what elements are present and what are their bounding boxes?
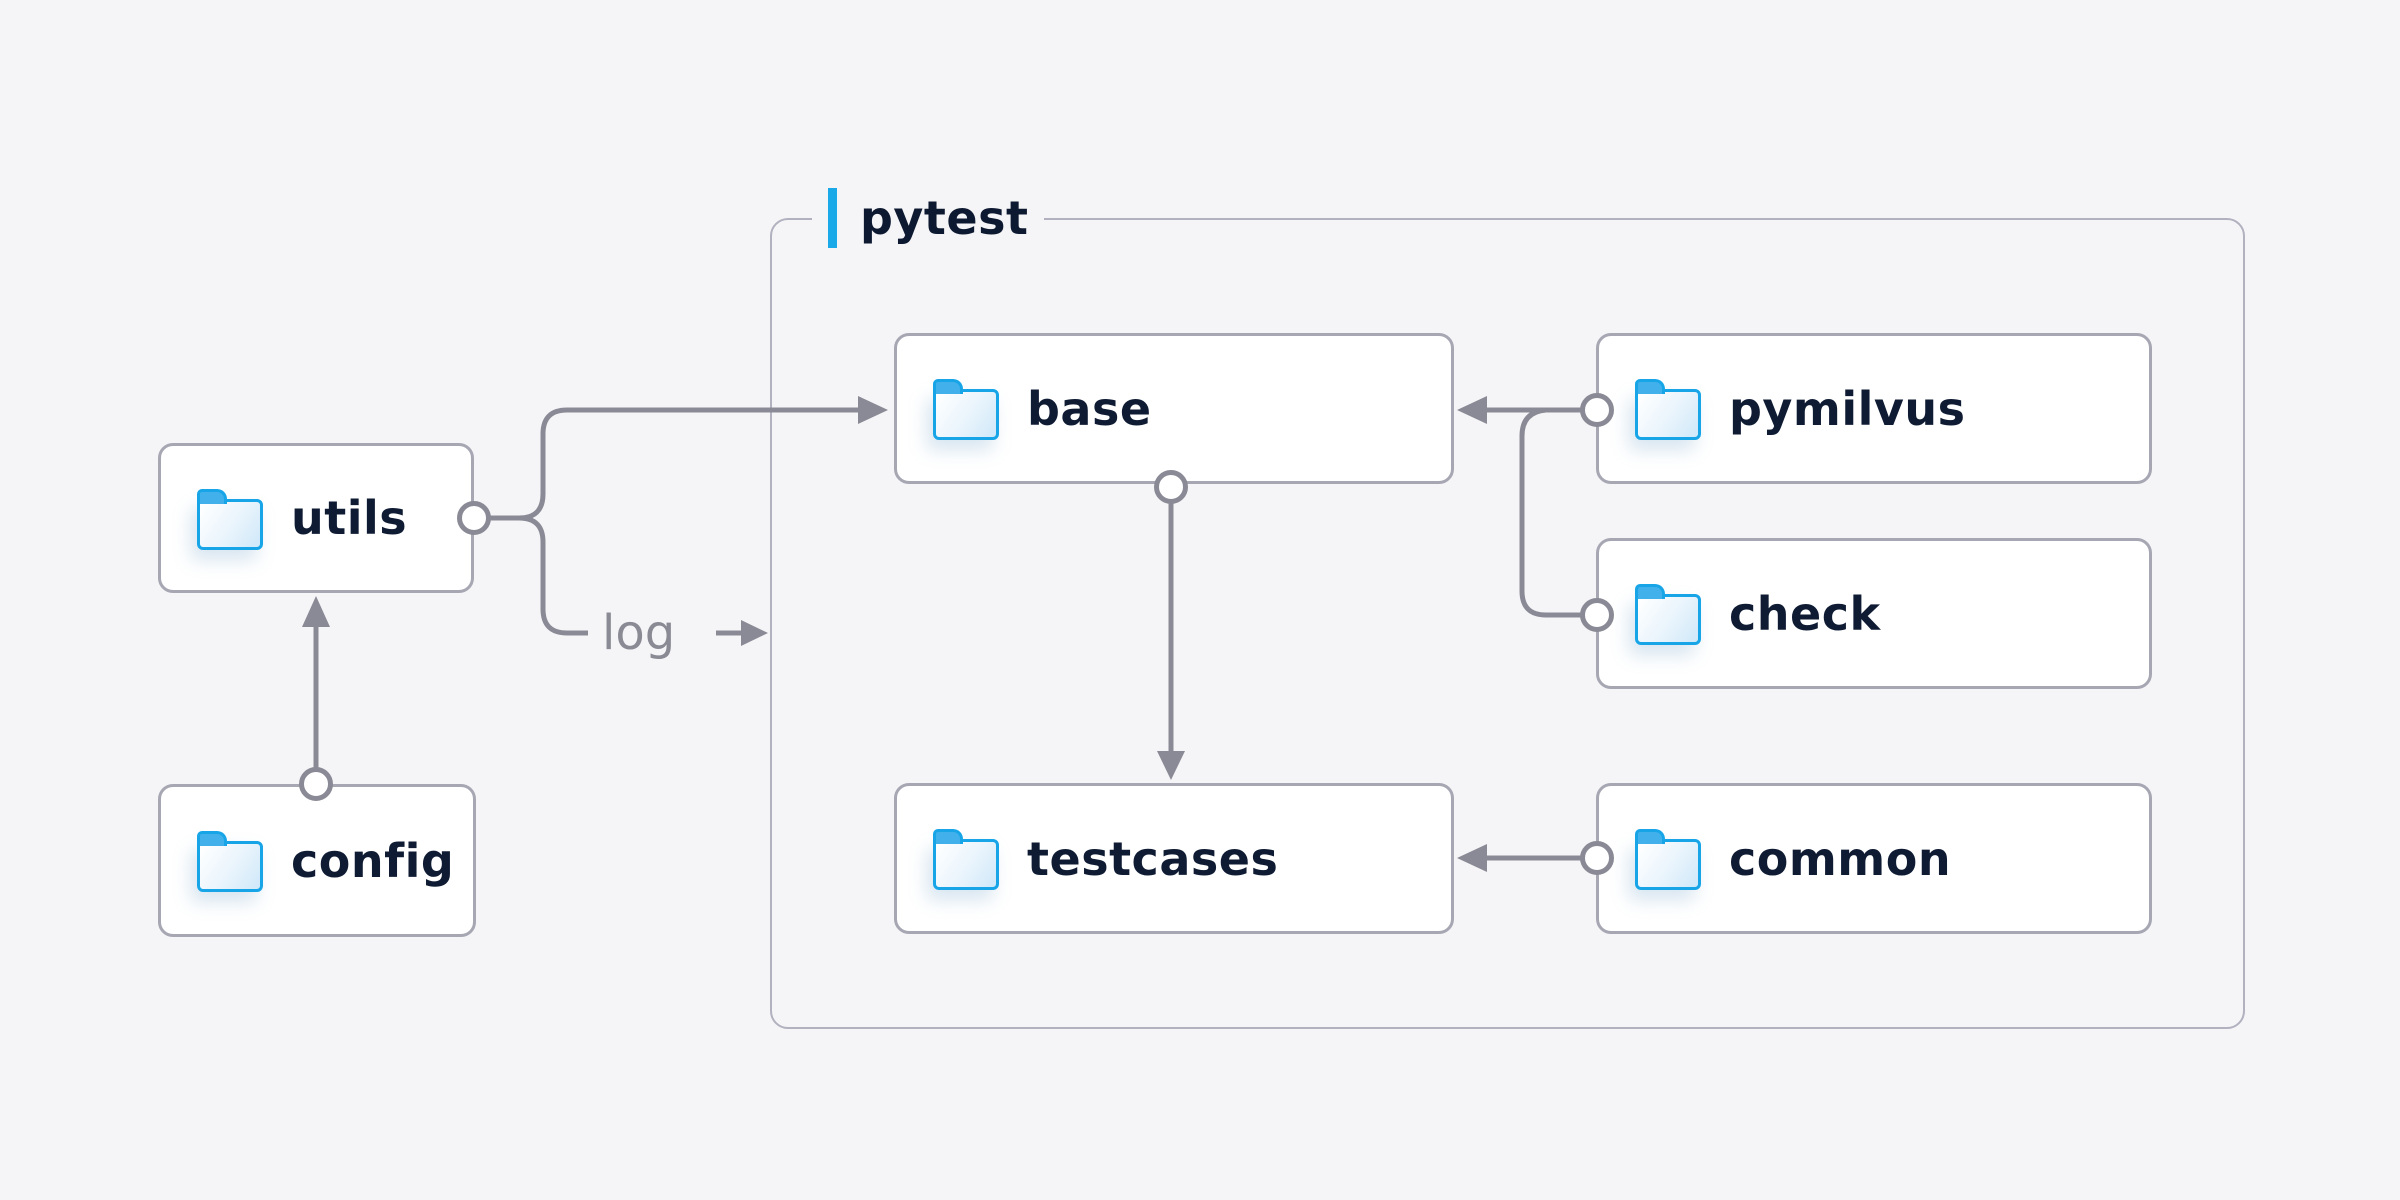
folder-node-common: common [1596,783,2152,934]
folder-node-check: check [1596,538,2152,689]
folder-node-utils: utils [158,443,474,593]
folder-node-config: config [158,784,476,937]
edge-config-to-utils [299,596,333,801]
pytest-group-title: pytest [860,191,1029,245]
folder-icon [197,831,263,892]
folder-node-label: common [1729,831,1952,886]
pytest-group-container [770,218,2245,1029]
folder-node-base: base [894,333,1454,484]
folder-node-testcases: testcases [894,783,1454,934]
folder-node-label: pymilvus [1729,381,1966,436]
pytest-group-label: pytest [812,187,1045,249]
folder-icon [197,488,263,550]
arrowhead [302,596,330,627]
folder-node-label: check [1729,586,1881,641]
accent-bar-icon [828,188,837,248]
folder-icon [1635,379,1701,440]
arrowhead [741,620,768,646]
folder-node-label: config [291,833,455,888]
log-edge-label: log [602,605,676,661]
folder-icon [1635,584,1701,645]
folder-icon [933,829,999,890]
folder-node-label: utils [291,491,408,545]
folder-node-label: testcases [1027,831,1279,886]
folder-node-pymilvus: pymilvus [1596,333,2152,484]
folder-node-label: base [1027,381,1152,436]
folder-icon [933,379,999,440]
folder-icon [1635,829,1701,890]
